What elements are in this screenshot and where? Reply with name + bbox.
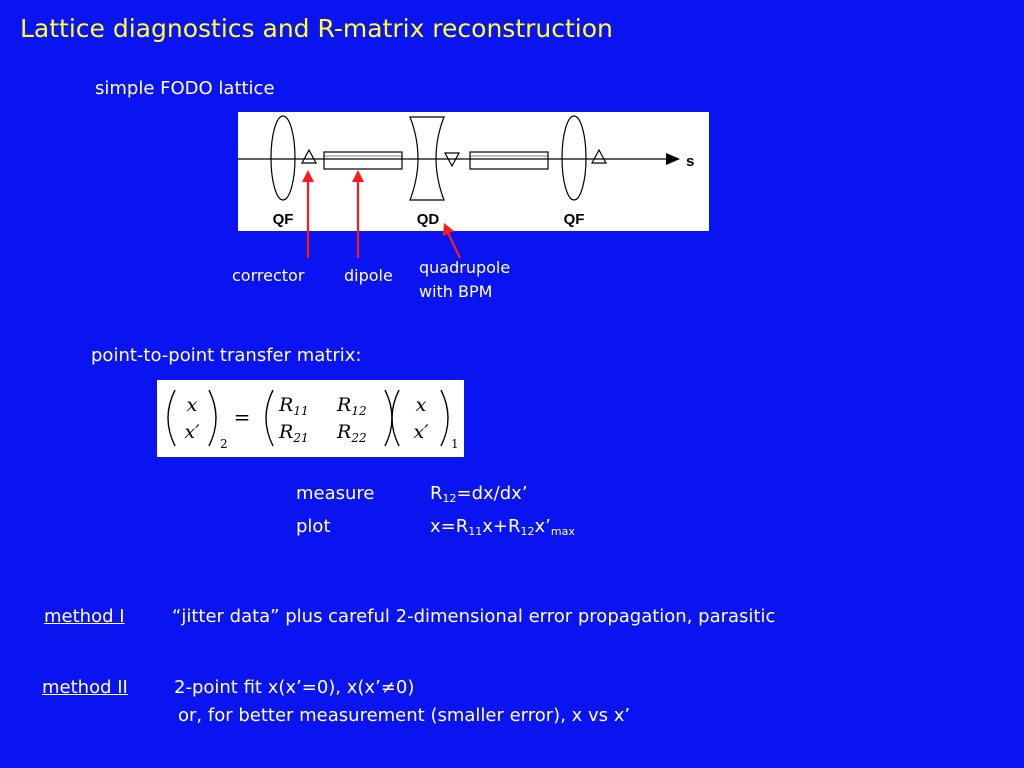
- quadrupole-label-line1: quadrupole: [419, 258, 511, 277]
- fodo-lattice-label: simple FODO lattice: [95, 78, 275, 99]
- method-2-line2: or, for better measurement (smaller erro…: [178, 705, 631, 726]
- method-1-name: method I: [44, 606, 125, 627]
- beam-axis-arrowhead: [666, 153, 680, 165]
- r11: R11: [278, 394, 309, 418]
- measure-label: measure: [296, 483, 375, 504]
- qf-lens-1: [270, 115, 296, 201]
- quadrupole-label-line2: with BPM: [419, 282, 493, 301]
- bpm-triangle: [443, 152, 461, 168]
- transfer-matrix-label: point-to-point transfer matrix:: [91, 345, 362, 366]
- qd-lens: [409, 116, 445, 201]
- fodo-lattice-diagram: s QF QD QF: [238, 112, 709, 231]
- dipole-box-1: [323, 151, 403, 170]
- method-2-name: method II: [42, 677, 128, 698]
- qf-lens-2: [561, 115, 587, 201]
- vec-out-xp: x′: [184, 421, 200, 443]
- vec-out-x: x: [187, 394, 198, 416]
- page-title: Lattice diagnostics and R-matrix reconst…: [20, 14, 613, 43]
- plot-formula: x=R11x+R12x’max: [430, 516, 575, 538]
- quadrupole-arrow: [447, 232, 461, 259]
- element-label-qd: QD: [417, 211, 440, 228]
- corrector-triangle-1: [300, 148, 318, 164]
- corrector-triangle-2: [590, 148, 608, 164]
- vec-in-x: x: [416, 394, 427, 416]
- sub-in: 1: [451, 437, 459, 451]
- r22: R22: [336, 421, 367, 445]
- equals-sign: =: [234, 405, 251, 429]
- vec-in-xp: x′: [413, 421, 429, 443]
- sub-out: 2: [220, 437, 228, 451]
- method-2-line1: 2-point fit x(x’=0), x(x’≠0): [174, 677, 415, 698]
- transfer-matrix-equation: x x′ 2 = R11 R12 R21 R22 x x′ 1: [157, 380, 464, 457]
- measure-formula: R12=dx/dx’: [430, 483, 528, 505]
- method-1-text: “jitter data” plus careful 2-dimensional…: [172, 606, 776, 627]
- axis-label-s: s: [686, 153, 694, 170]
- r21: R21: [278, 421, 309, 445]
- plot-label: plot: [296, 516, 331, 537]
- dipole-label: dipole: [344, 266, 393, 285]
- element-label-qf-2: QF: [564, 211, 585, 228]
- corrector-label: corrector: [232, 266, 305, 285]
- element-label-qf-1: QF: [273, 211, 294, 228]
- r12: R12: [336, 394, 367, 418]
- dipole-box-2: [469, 151, 549, 170]
